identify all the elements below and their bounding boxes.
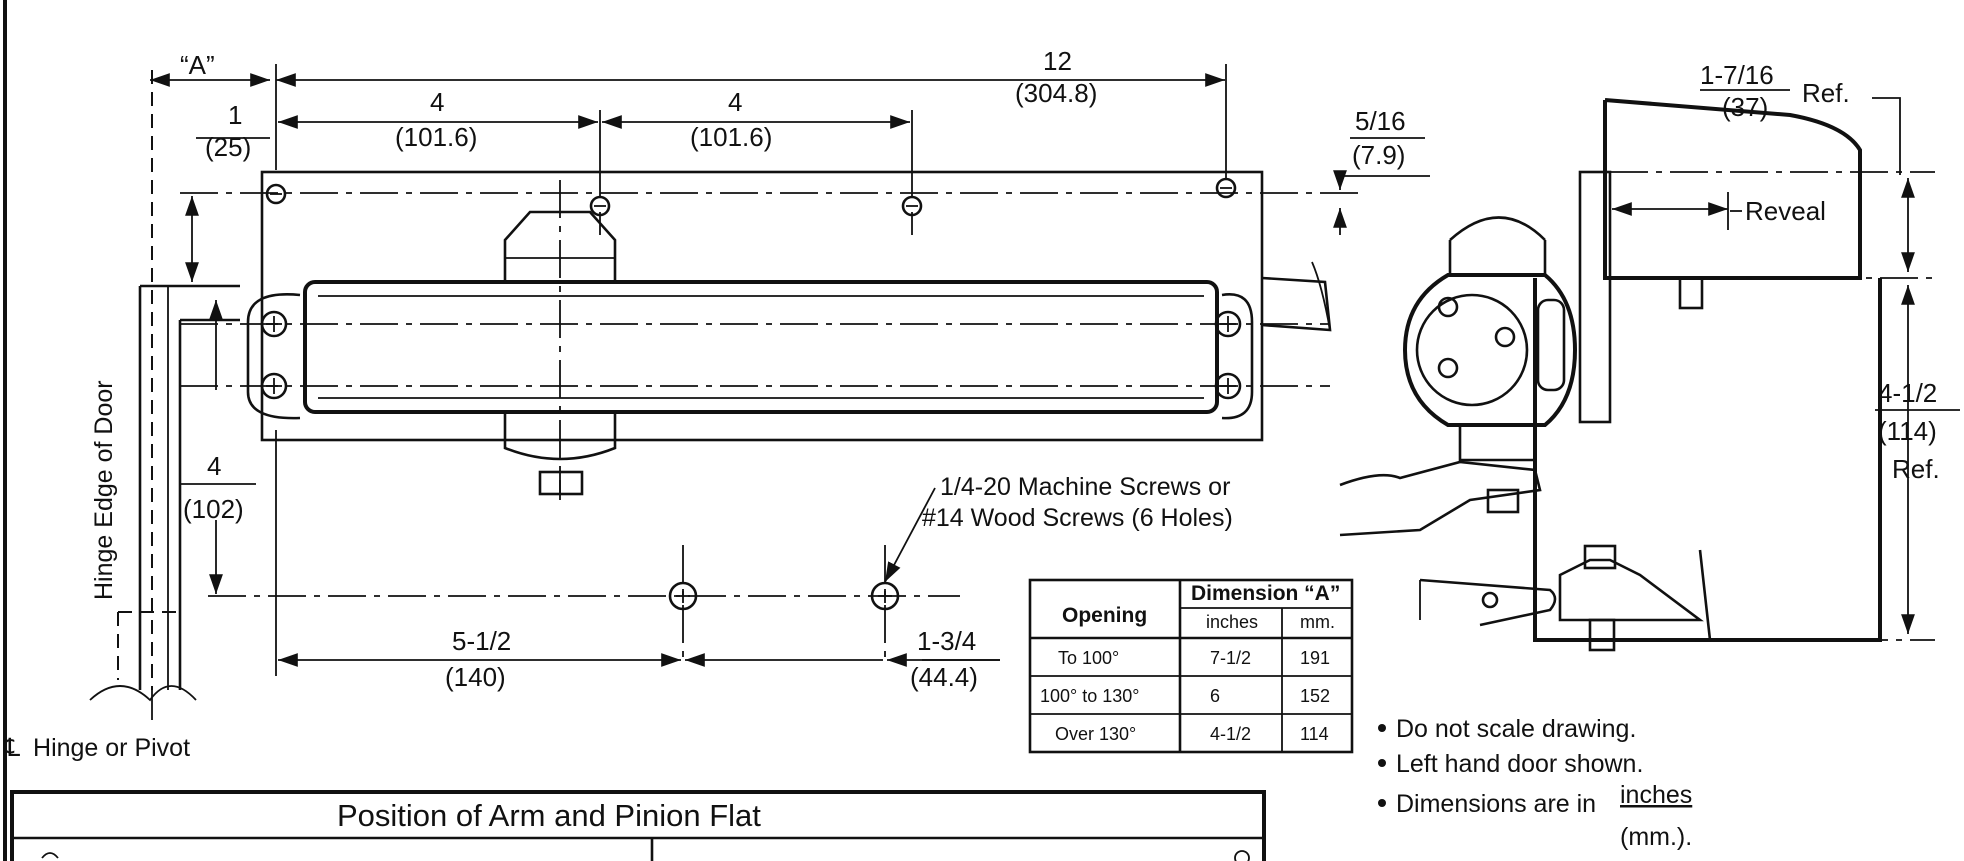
table-col-dimension: Dimension “A” xyxy=(1191,582,1340,605)
hinge-pivot-label: ℄ Hinge or Pivot xyxy=(3,734,190,762)
right-end-lug xyxy=(1221,293,1254,420)
side-height-in: 4-1/2 xyxy=(1878,378,1937,408)
dimension-lines xyxy=(150,64,1430,676)
dim-bottom-edge-mm: (44.4) xyxy=(910,662,978,692)
mounting-holes xyxy=(260,177,1242,611)
side-view xyxy=(1339,98,1935,652)
dim-top-in: 1 xyxy=(228,100,242,130)
screws-label-2: #14 Wood Screws (6 Holes) xyxy=(922,504,1233,532)
mounting-plate xyxy=(260,170,1264,442)
side-height-mm: (114) xyxy=(1878,416,1937,446)
side-top-mm: (37) xyxy=(1722,92,1768,122)
side-dimension-lines xyxy=(1612,97,1915,634)
table-row3-inches: 4-1/2 xyxy=(1210,724,1251,744)
centerline-symbol: ℄ xyxy=(3,734,20,762)
hinge-edge-label: Hinge Edge of Door xyxy=(90,380,118,600)
pinion-housing-bottom xyxy=(503,412,617,461)
dim-lower-mm: (102) xyxy=(183,494,244,524)
side-height-ref: Ref. xyxy=(1892,454,1940,484)
table-sub-inches: inches xyxy=(1206,612,1258,632)
dim-bottom-edge-in: 1-3/4 xyxy=(917,626,976,656)
note-dimensions-mm: (mm.). xyxy=(1620,823,1692,851)
screws-label-1: 1/4-20 Machine Screws or xyxy=(940,473,1230,501)
table-row2-inches: 6 xyxy=(1210,686,1220,706)
table-col-opening: Opening xyxy=(1062,604,1147,627)
dim-hole2-in: 4 xyxy=(728,87,742,117)
table-row2-opening: 100° to 130° xyxy=(1040,686,1139,706)
closer-body xyxy=(303,280,1219,414)
position-panel-title: Position of Arm and Pinion Flat xyxy=(337,798,761,833)
note-no-scale: Do not scale drawing. xyxy=(1396,715,1636,743)
table-sub-mm: mm. xyxy=(1300,612,1335,632)
door-edge xyxy=(89,70,240,720)
front-view xyxy=(180,170,1360,660)
table-row1-mm: 191 xyxy=(1300,648,1330,668)
table-row2-mm: 152 xyxy=(1300,686,1330,706)
note-dimensions-inches: inches xyxy=(1620,781,1692,809)
table-row1-inches: 7-1/2 xyxy=(1210,648,1251,668)
dim-overall-mm: (304.8) xyxy=(1015,78,1097,108)
dim-top-mm: (25) xyxy=(205,132,251,162)
table-row3-mm: 114 xyxy=(1300,724,1329,744)
dimension-a-table xyxy=(1028,578,1354,754)
dim-hole1-in: 4 xyxy=(430,87,444,117)
dim-overall-in: 12 xyxy=(1043,46,1072,76)
dim-a-label: “A” xyxy=(180,50,215,80)
dim-vert-in: 5/16 xyxy=(1355,106,1406,136)
dim-hole2-mm: (101.6) xyxy=(690,122,772,152)
side-top-in: 1-7/16 xyxy=(1700,60,1774,90)
table-row3-opening: Over 130° xyxy=(1055,724,1136,744)
note-left-hand: Left hand door shown. xyxy=(1396,750,1643,778)
dim-hole1-mm: (101.6) xyxy=(395,122,477,152)
note-dimensions-prefix: Dimensions are in xyxy=(1396,790,1596,818)
table-row1-opening: To 100° xyxy=(1058,648,1119,668)
dim-bottom-span-mm: (140) xyxy=(445,662,506,692)
hinge-pivot-text: Hinge or Pivot xyxy=(33,734,190,762)
dim-bottom-span-in: 5-1/2 xyxy=(452,626,511,656)
left-end-lug xyxy=(246,293,301,420)
dim-vert-mm: (7.9) xyxy=(1352,140,1405,170)
position-panel xyxy=(10,790,1266,861)
notes xyxy=(1378,724,1386,807)
dim-lower-in: 4 xyxy=(207,451,221,481)
side-top-ref: Ref. xyxy=(1802,78,1850,108)
reveal-label: Reveal xyxy=(1745,196,1826,226)
